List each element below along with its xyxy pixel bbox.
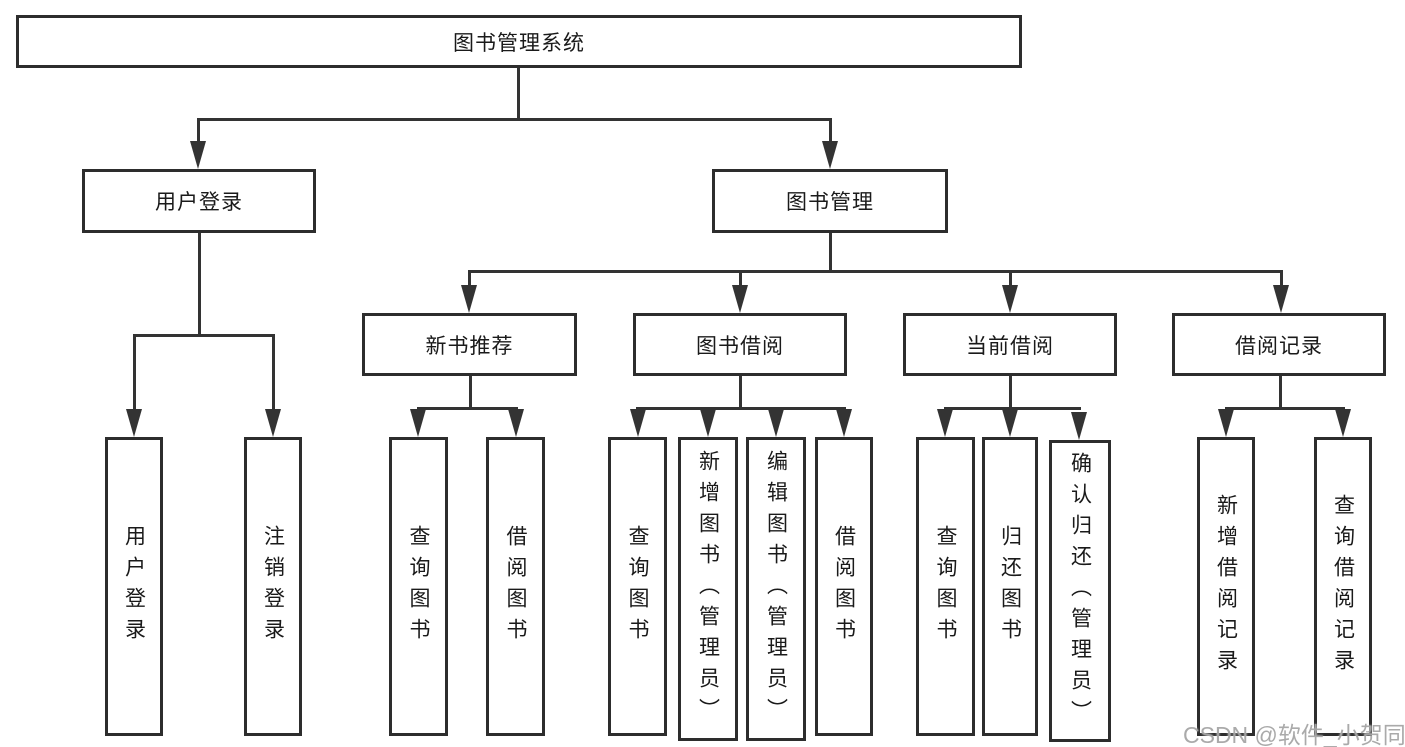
node-book-management: 图书管理 bbox=[712, 169, 948, 233]
node-borrow-records: 借阅记录 bbox=[1172, 313, 1386, 376]
arrowhead-icon bbox=[410, 409, 426, 437]
connector-leaf-shaft bbox=[133, 334, 136, 412]
leaf-br-add-record: 新增借阅记录 bbox=[1197, 437, 1255, 736]
leaf-user-login: 用户登录 bbox=[105, 437, 163, 736]
connector-bb-stub bbox=[739, 376, 742, 410]
connector-nb-branch bbox=[417, 407, 518, 410]
node-current-borrow: 当前借阅 bbox=[903, 313, 1117, 376]
leaf-bb-edit-books-admin: 编辑图书（管理员） bbox=[746, 437, 806, 741]
arrowhead-icon bbox=[1002, 285, 1018, 313]
connector-user-login-branch bbox=[133, 334, 275, 337]
leaf-logout-label: 注销登录 bbox=[261, 524, 285, 649]
arrowhead-icon bbox=[190, 141, 206, 169]
connector-level2-branch bbox=[197, 118, 832, 121]
connector-user-login-shaft bbox=[197, 118, 200, 145]
leaf-bb-add-books-admin-label: 新增图书（管理员） bbox=[696, 449, 720, 729]
node-book-management-label: 图书管理 bbox=[786, 191, 874, 214]
arrowhead-icon bbox=[836, 409, 852, 437]
leaf-bb-borrow-books: 借阅图书 bbox=[815, 437, 873, 736]
arrowhead-icon bbox=[937, 409, 953, 437]
arrowhead-icon bbox=[508, 409, 524, 437]
arrowhead-icon bbox=[1071, 412, 1087, 440]
node-current-borrow-label: 当前借阅 bbox=[966, 334, 1054, 358]
connector-br-stub bbox=[1279, 376, 1282, 410]
connector-level3-branch bbox=[468, 270, 1281, 273]
node-new-book-recommend: 新书推荐 bbox=[362, 313, 577, 376]
connector-bb-branch bbox=[636, 407, 846, 410]
connector-nb-stub bbox=[469, 376, 472, 410]
node-borrow-records-label: 借阅记录 bbox=[1235, 334, 1323, 358]
connector-book-mgmt-shaft bbox=[829, 118, 832, 145]
csdn-watermark: CSDN @软件_小贺同学 bbox=[1183, 722, 1405, 747]
arrowhead-icon bbox=[768, 409, 784, 437]
leaf-br-query-record-label: 查询借阅记录 bbox=[1331, 493, 1355, 680]
leaf-nb-query-books-label: 查询图书 bbox=[407, 524, 430, 649]
connector-level3-shaft bbox=[1280, 270, 1283, 288]
leaf-cb-return-books: 归还图书 bbox=[982, 437, 1038, 736]
leaf-cb-query-books: 查询图书 bbox=[916, 437, 975, 736]
connector-level3-shaft bbox=[468, 270, 471, 288]
arrowhead-icon bbox=[630, 409, 646, 437]
connector-book-mgmt-stub bbox=[829, 233, 832, 273]
leaf-cb-confirm-return-admin-label: 确认归还（管理员） bbox=[1068, 451, 1092, 731]
leaf-nb-query-books: 查询图书 bbox=[389, 437, 448, 736]
connector-level3-shaft bbox=[739, 270, 742, 288]
leaf-br-query-record: 查询借阅记录 bbox=[1314, 437, 1372, 736]
leaf-nb-borrow-books-label: 借阅图书 bbox=[504, 524, 527, 649]
leaf-logout: 注销登录 bbox=[244, 437, 302, 736]
arrowhead-icon bbox=[1273, 285, 1289, 313]
node-new-book-recommend-label: 新书推荐 bbox=[425, 334, 514, 358]
arrowhead-icon bbox=[461, 285, 477, 313]
connector-root-stub bbox=[517, 68, 520, 121]
connector-br-branch bbox=[1225, 407, 1345, 410]
node-root: 图书管理系统 bbox=[16, 15, 1022, 68]
arrowhead-icon bbox=[700, 409, 716, 437]
connector-cb-branch bbox=[944, 407, 1081, 410]
leaf-bb-borrow-books-label: 借阅图书 bbox=[832, 524, 856, 649]
node-user-login: 用户登录 bbox=[82, 169, 316, 233]
leaf-bb-query-books: 查询图书 bbox=[608, 437, 667, 736]
leaf-cb-return-books-label: 归还图书 bbox=[998, 524, 1022, 649]
connector-user-login-stub bbox=[198, 233, 201, 336]
arrowhead-icon bbox=[1002, 409, 1018, 437]
connector-leaf-shaft bbox=[272, 334, 275, 412]
leaf-user-login-label: 用户登录 bbox=[122, 524, 146, 649]
leaf-bb-add-books-admin: 新增图书（管理员） bbox=[678, 437, 738, 741]
leaf-nb-borrow-books: 借阅图书 bbox=[486, 437, 545, 736]
leaf-bb-edit-books-admin-label: 编辑图书（管理员） bbox=[764, 449, 788, 729]
arrowhead-icon bbox=[732, 285, 748, 313]
node-book-borrow-label: 图书借阅 bbox=[696, 334, 784, 358]
arrowhead-icon bbox=[1335, 409, 1351, 437]
leaf-br-add-record-label: 新增借阅记录 bbox=[1214, 493, 1238, 680]
leaf-cb-confirm-return-admin: 确认归还（管理员） bbox=[1049, 440, 1111, 742]
leaf-bb-query-books-label: 查询图书 bbox=[626, 524, 649, 649]
arrowhead-icon bbox=[822, 141, 838, 169]
arrowhead-icon bbox=[265, 409, 281, 437]
node-book-borrow: 图书借阅 bbox=[633, 313, 847, 376]
connector-cb-stub bbox=[1009, 376, 1012, 410]
leaf-cb-query-books-label: 查询图书 bbox=[934, 524, 957, 649]
node-user-login-label: 用户登录 bbox=[155, 191, 243, 214]
connector-level3-shaft bbox=[1009, 270, 1012, 288]
arrowhead-icon bbox=[1218, 409, 1234, 437]
arrowhead-icon bbox=[126, 409, 142, 437]
node-root-label: 图书管理系统 bbox=[453, 31, 585, 55]
